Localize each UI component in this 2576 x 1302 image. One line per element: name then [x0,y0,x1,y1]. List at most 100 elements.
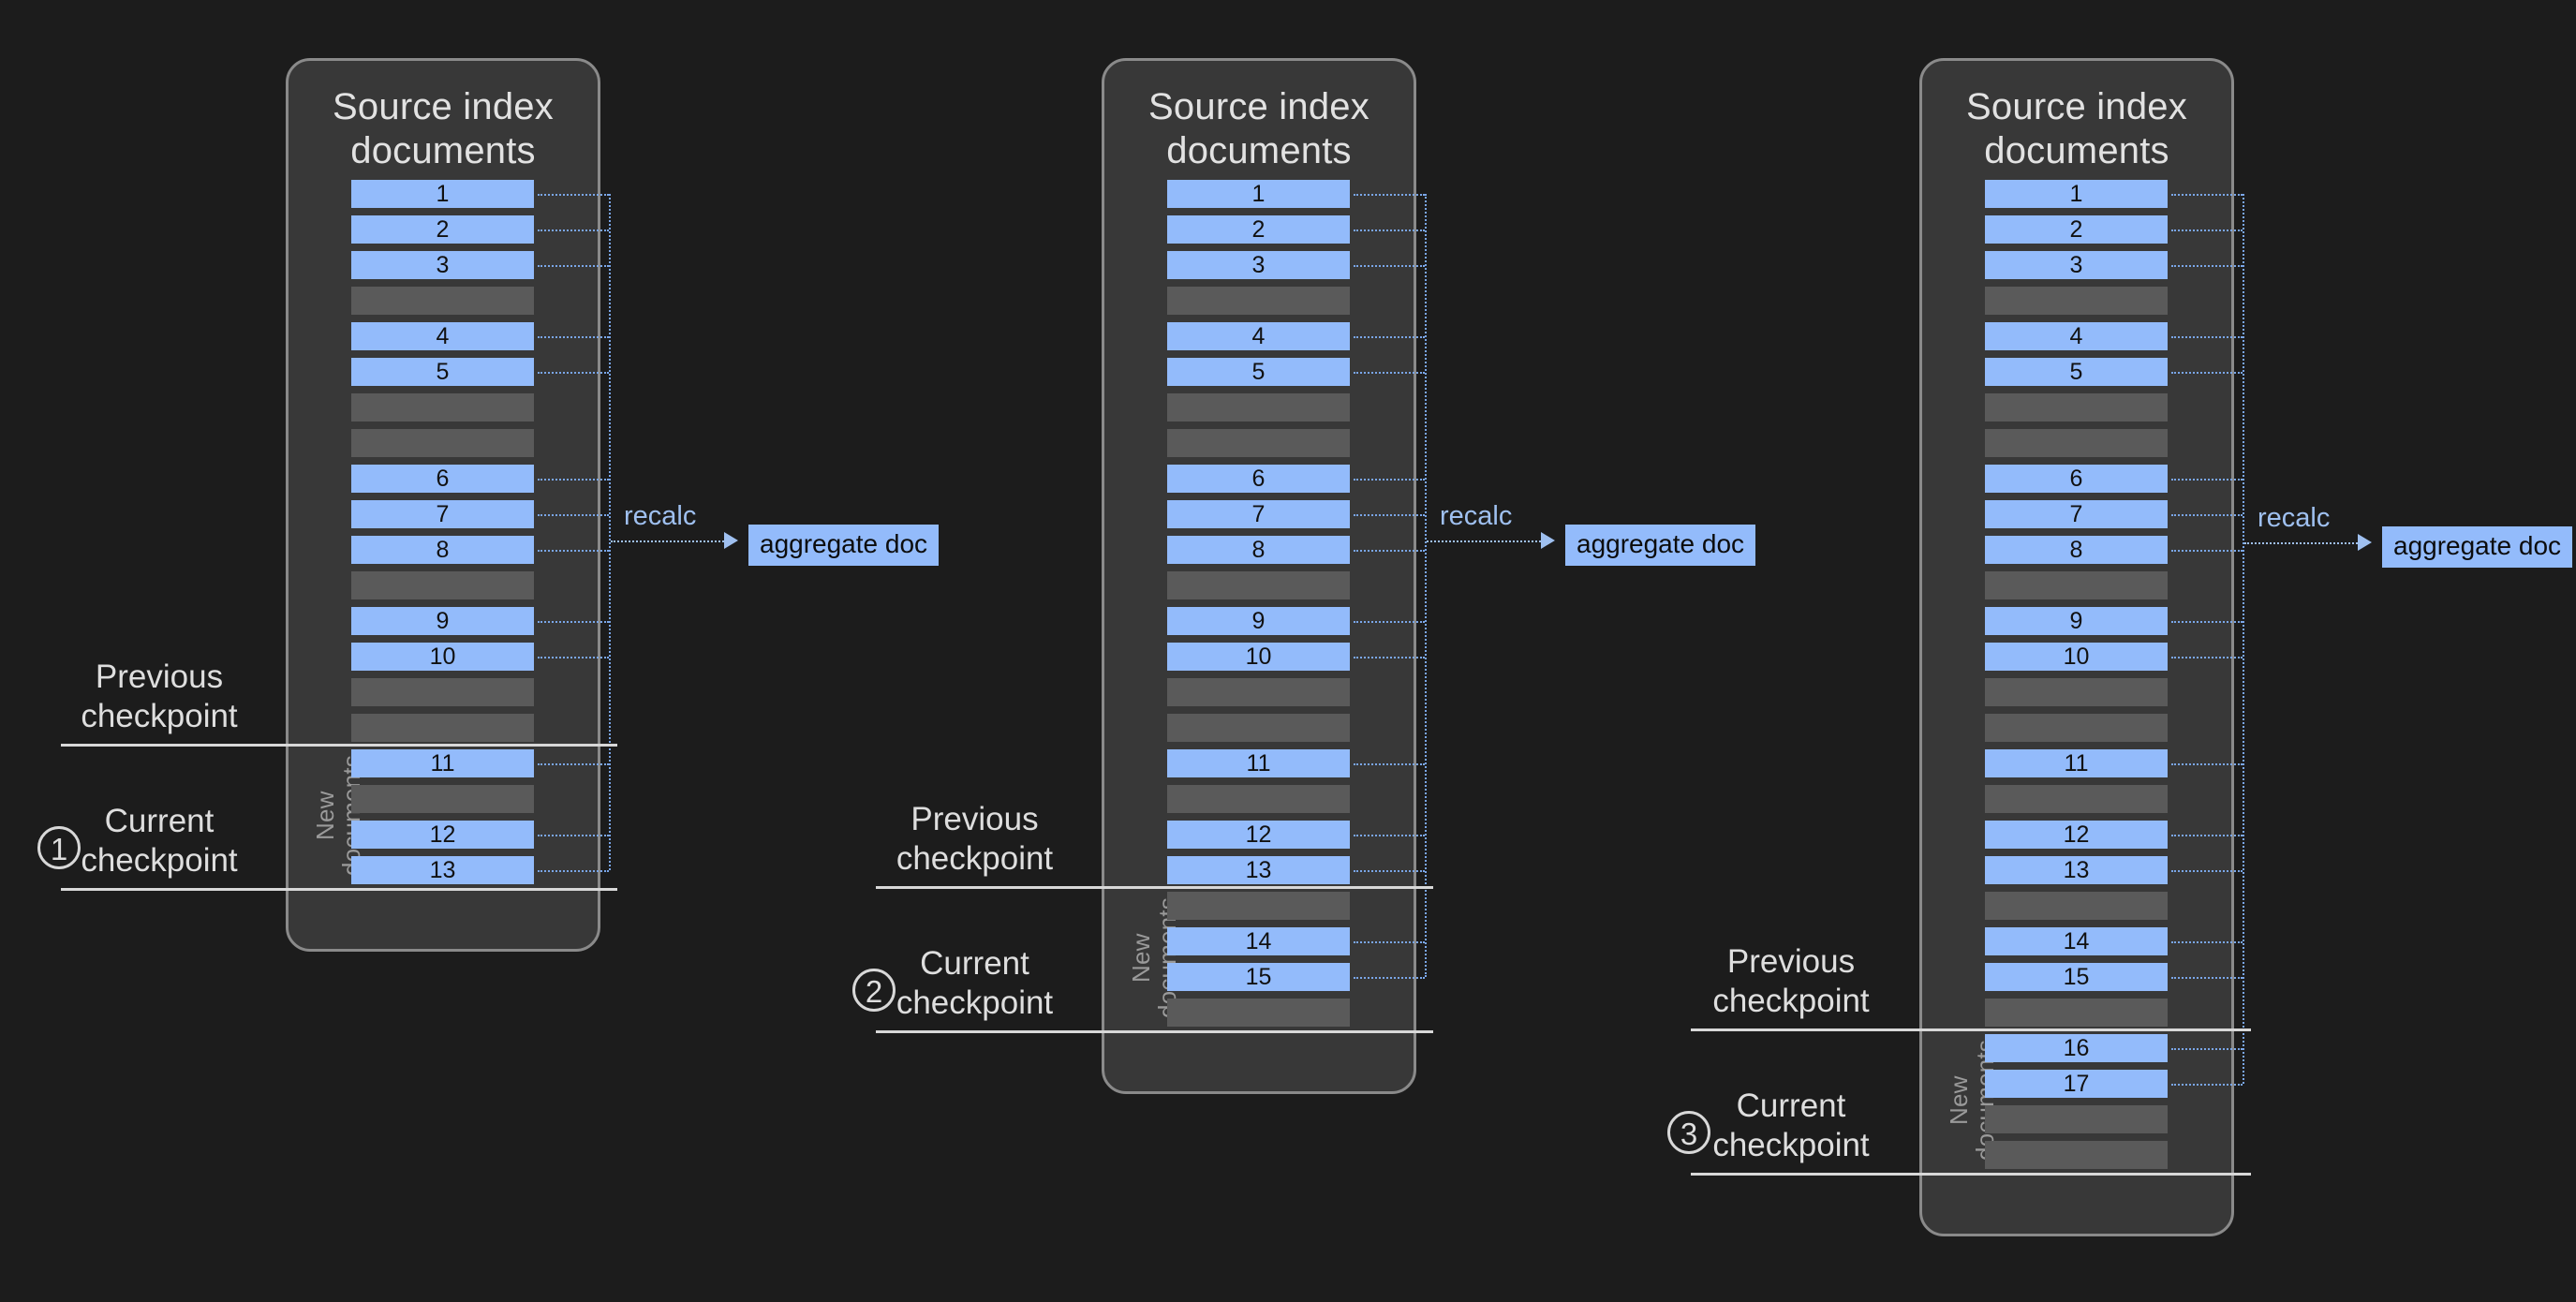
document-row: 2 [1167,215,1350,244]
document-row: 8 [1167,536,1350,564]
document-rows-1: 12345678910111213 [351,180,534,892]
empty-row [1985,287,2168,315]
document-row: 5 [1985,358,2168,386]
connector-line [2171,870,2243,872]
current-checkpoint-line-3 [1691,1173,2251,1176]
connector-line [2171,1084,2243,1086]
document-row: 1 [351,180,534,208]
panel-title: Source index documents [289,85,598,173]
connector-line [2171,835,2243,836]
empty-row [351,393,534,422]
document-id: 11 [1167,749,1350,777]
document-row: 11 [1985,749,2168,777]
connector-line [1354,550,1425,552]
document-row: 5 [1167,358,1350,386]
document-row: 11 [1167,749,1350,777]
connector-line [1354,194,1425,196]
document-id: 12 [351,821,534,849]
previous-checkpoint-label-1: Previous checkpoint [61,658,258,736]
connector-line [538,479,609,481]
connector-line [2171,372,2243,374]
document-row: 4 [351,322,534,350]
empty-row [351,571,534,599]
document-row: 9 [1167,607,1350,635]
stage-badge-2: 2 [852,969,896,1012]
connector-line [2171,657,2243,658]
document-row: 12 [351,821,534,849]
connector-line [1354,835,1425,836]
connector-line [538,550,609,552]
document-id: 13 [1985,856,2168,884]
connector-bus-1 [609,194,611,870]
previous-checkpoint-label-3: Previous checkpoint [1691,942,1891,1021]
connector-line [2171,941,2243,943]
connector-line [2171,763,2243,765]
document-id: 9 [1167,607,1350,635]
document-row: 4 [1985,322,2168,350]
document-id: 7 [351,500,534,528]
empty-row [351,678,534,706]
recalc-arrow-line-3 [2244,542,2358,544]
connector-line [538,835,609,836]
connector-line [538,621,609,623]
document-id: 3 [1167,251,1350,279]
document-id: 1 [351,180,534,208]
document-row: 11 [351,749,534,777]
aggregate-doc-box-3: aggregate doc [2382,526,2572,568]
document-id: 5 [1985,358,2168,386]
document-row: 8 [1985,536,2168,564]
document-id: 2 [1167,215,1350,244]
connector-line [538,336,609,338]
recalc-label-2: recalc [1440,501,1512,532]
document-id: 1 [1985,180,2168,208]
document-id: 6 [1985,465,2168,493]
document-id: 8 [351,536,534,564]
document-row: 12 [1985,821,2168,849]
recalc-label-1: recalc [624,501,696,532]
empty-row [351,714,534,742]
empty-row [1167,785,1350,813]
connector-line [1354,657,1425,658]
document-row: 7 [351,500,534,528]
document-row: 6 [1167,465,1350,493]
current-checkpoint-label-1: Current checkpoint [61,802,258,880]
recalc-label-3: recalc [2258,503,2330,534]
document-row: 10 [351,643,534,671]
document-id: 10 [1167,643,1350,671]
previous-checkpoint-line-2 [876,886,1433,889]
empty-row [1985,999,2168,1027]
document-row: 9 [1985,607,2168,635]
document-id: 6 [351,465,534,493]
empty-row [1167,429,1350,457]
document-row: 17 [1985,1070,2168,1098]
document-row: 5 [351,358,534,386]
document-row: 10 [1985,643,2168,671]
document-row: 16 [1985,1034,2168,1062]
empty-row [1167,287,1350,315]
document-row: 8 [351,536,534,564]
document-row: 3 [351,251,534,279]
aggregate-doc-box-1: aggregate doc [748,525,939,566]
document-id: 10 [1985,643,2168,671]
previous-checkpoint-line-3 [1691,1028,2251,1031]
recalc-arrowhead-2 [1541,532,1555,549]
document-row: 13 [351,856,534,884]
connector-line [538,870,609,872]
document-id: 3 [351,251,534,279]
document-id: 7 [1985,500,2168,528]
empty-row [1167,393,1350,422]
document-id: 4 [1167,322,1350,350]
document-row: 10 [1167,643,1350,671]
document-id: 15 [1985,963,2168,991]
document-id: 6 [1167,465,1350,493]
connector-line [2171,265,2243,267]
document-rows-3: 1234567891011121314151617 [1985,180,2168,1176]
connector-line [2171,977,2243,979]
current-checkpoint-label-2: Current checkpoint [876,944,1073,1023]
connector-line [538,514,609,516]
document-id: 4 [1985,322,2168,350]
connector-line [538,229,609,231]
connector-line [1354,372,1425,374]
document-id: 14 [1167,927,1350,955]
document-id: 14 [1985,927,2168,955]
